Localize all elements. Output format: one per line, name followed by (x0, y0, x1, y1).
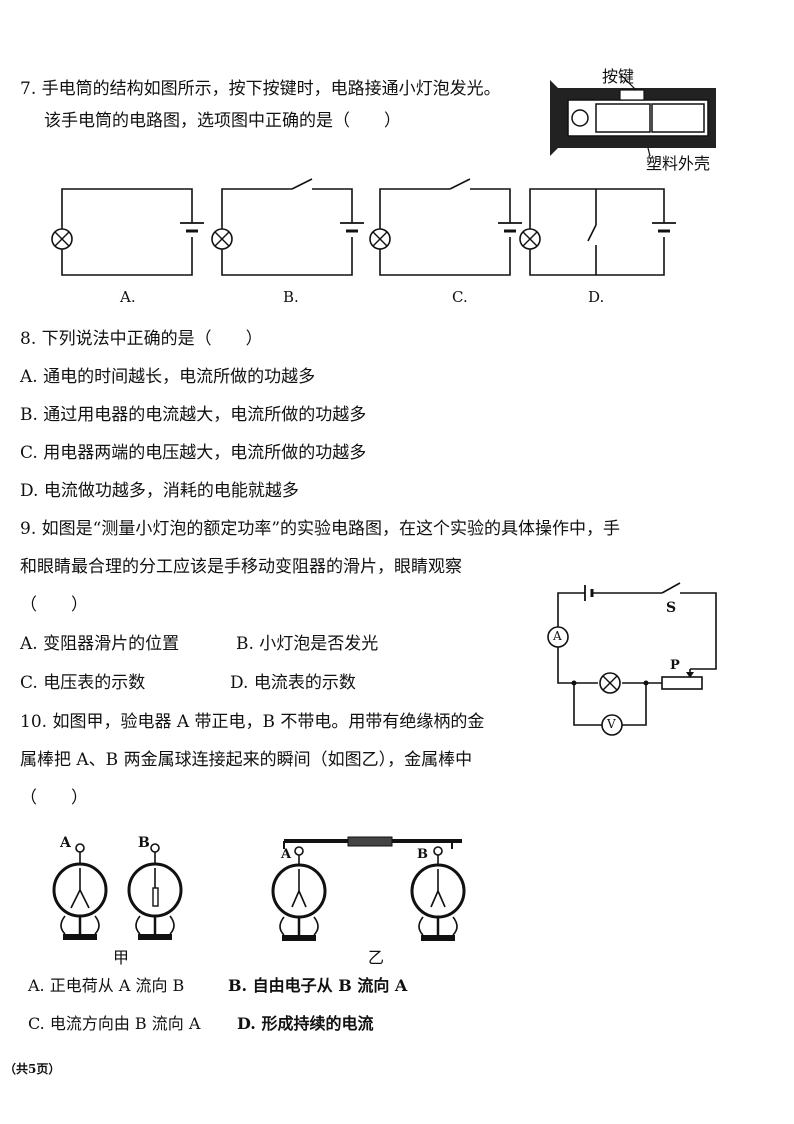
q7-stem-line1: 7. 手电筒的结构如图所示，按下按键时，电路接通小灯泡发光。 (20, 79, 501, 99)
q9-stem-line1: 9. 如图是“测量小灯泡的额定功率”的实验电路图，在这个实验的具体操作中，手 (20, 519, 621, 539)
q9-blank: （ ） (20, 595, 88, 615)
q10-option-b: B. 自由电子从 B 流向 A (228, 976, 408, 995)
q9-label-slider: P (670, 658, 680, 673)
q8-option-a: A. 通电的时间越长，电流所做的功越多 (20, 367, 316, 387)
yi-label-a: A (281, 847, 292, 862)
q10-option-d: D. 形成持续的电流 (237, 1014, 374, 1033)
q9-stem-line2: 和眼睛最合理的分工应该是手移动变阻器的滑片，眼睛观察 (20, 557, 462, 577)
q9-option-a: A. 变阻器滑片的位置 (20, 634, 180, 654)
q9-label-ammeter: A (553, 629, 562, 643)
caption-yi: 乙 (368, 948, 385, 967)
circuit-d (519, 188, 676, 276)
q9-option-b: B. 小灯泡是否发光 (236, 634, 379, 654)
jia-label-b: B (138, 835, 150, 851)
page-count-footer: （共5页） (4, 1062, 61, 1076)
q9-label-switch: S (666, 600, 677, 616)
q10-blank: （ ） (20, 788, 88, 808)
q7-option-c: C. (452, 288, 468, 306)
q8-stem: 8. 下列说法中正确的是（ ） (20, 329, 263, 349)
label-button: 按键 (602, 67, 635, 86)
q9-label-voltmeter: V (607, 717, 616, 731)
q7-option-b: B. (283, 288, 299, 306)
q10-option-a: A. 正电荷从 A 流向 B (28, 976, 185, 995)
label-plastic-shell: 塑料外壳 (646, 154, 711, 173)
q10-option-c: C. 电流方向由 B 流向 A (28, 1014, 201, 1033)
flashlight-figure (550, 73, 716, 157)
q8-option-d: D. 电流做功越多，消耗的电能就越多 (20, 481, 299, 501)
q7-stem-line2: 该手电筒的电路图，选项图中正确的是（ ） (44, 111, 401, 131)
q9-option-d: D. 电流表的示数 (230, 673, 356, 693)
circuit-a (51, 188, 204, 276)
q10-stem-line2: 属棒把 A、B 两金属球连接起来的瞬间（如图乙），金属棒中 (20, 750, 473, 770)
q9-circuit (547, 582, 717, 736)
q9-option-c: C. 电压表的示数 (20, 673, 146, 693)
circuit-c (369, 178, 522, 276)
yi-label-b: B (417, 847, 428, 862)
q7-option-a: A. (120, 288, 136, 306)
circuit-b (211, 178, 364, 276)
q10-stem-line1: 10. 如图甲，验电器 A 带正电，B 不带电。用带有绝缘柄的金 (20, 712, 485, 732)
caption-jia: 甲 (113, 948, 130, 967)
q7-option-d: D. (588, 288, 605, 306)
electroscopes-yi (271, 836, 466, 941)
q8-option-b: B. 通过用电器的电流越大，电流所做的功越多 (20, 405, 367, 425)
jia-label-a: A (60, 835, 71, 851)
q8-option-c: C. 用电器两端的电压越大，电流所做的功越多 (20, 443, 367, 463)
electroscopes-jia (52, 843, 183, 940)
